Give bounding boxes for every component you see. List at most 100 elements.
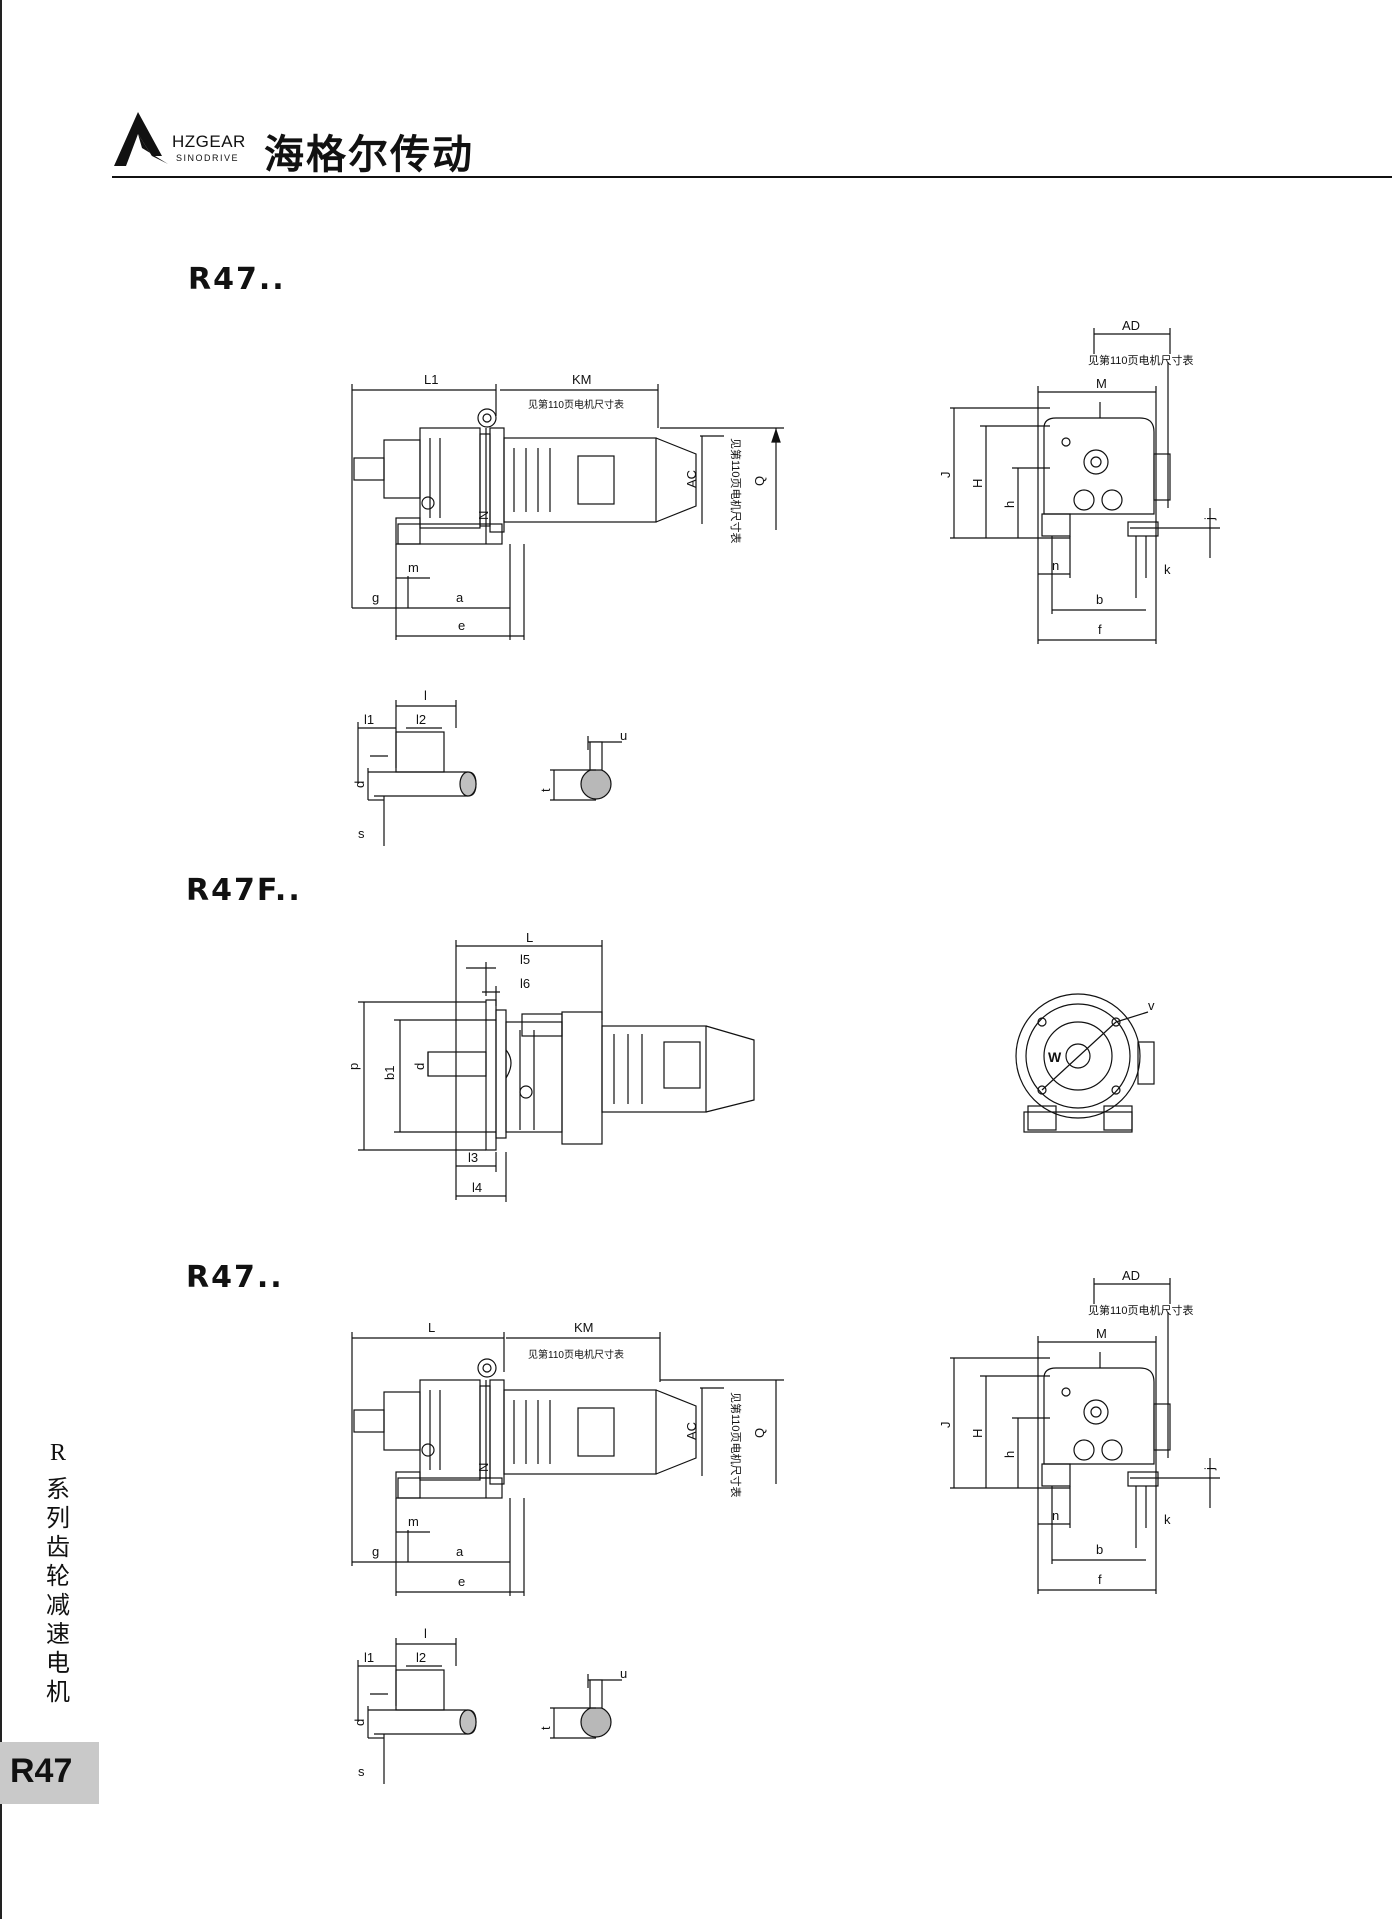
svg-text:l6: l6 (520, 976, 530, 991)
foot-side-drawing-2: L KM 见第110页电机尺寸表 见第110页电机尺寸表 AC Q N m g … (340, 1316, 800, 1606)
svg-text:d: d (352, 1719, 367, 1726)
series-sidebar-label: R 系 列 齿 轮 减 速 电 机 (40, 1440, 76, 1707)
svg-text:l: l (424, 1626, 427, 1641)
svg-text:KM: KM (574, 1320, 594, 1335)
svg-text:W: W (1048, 1049, 1062, 1065)
sidebar-char: 减 (46, 1591, 70, 1619)
svg-text:f: f (1098, 1572, 1102, 1587)
sidebar-char: 齿 (46, 1533, 70, 1561)
svg-text:m: m (408, 560, 419, 575)
key-section-drawing: u t (540, 726, 640, 806)
flange-end-drawing: v W (1008, 980, 1178, 1140)
svg-text:见第110页电机尺寸表: 见第110页电机尺寸表 (1088, 1303, 1194, 1317)
svg-text:m: m (408, 1514, 419, 1529)
sidebar-letter: R (49, 1440, 66, 1466)
sidebar-char: 轮 (46, 1562, 70, 1590)
key-section-drawing-2: u t (540, 1664, 640, 1744)
svg-text:l2: l2 (416, 712, 426, 727)
svg-text:e: e (458, 618, 465, 633)
svg-text:见第110页电机尺寸表: 见第110页电机尺寸表 (528, 1348, 624, 1361)
brand-cn: 海格尔传动 (264, 132, 474, 178)
section-title-r47: R47.. (188, 262, 286, 297)
brand-sub: SINODRIVE (176, 153, 240, 163)
foot-end-drawing-2: AD 见第110页电机尺寸表 M J H h n k j b f (940, 1268, 1230, 1608)
svg-text:见第110页电机尺寸表: 见第110页电机尺寸表 (729, 438, 743, 544)
svg-text:l5: l5 (520, 952, 530, 967)
svg-text:见第110页电机尺寸表: 见第110页电机尺寸表 (729, 1392, 743, 1498)
sidebar-char: 电 (46, 1649, 70, 1677)
svg-text:l2: l2 (416, 1650, 426, 1665)
svg-text:g: g (372, 590, 379, 605)
svg-text:J: J (940, 472, 953, 479)
svg-text:AD: AD (1122, 1268, 1140, 1283)
page-tab-label: R47 (10, 1752, 73, 1790)
sidebar-char: 系 (46, 1475, 70, 1503)
svg-text:d: d (412, 1063, 427, 1070)
svg-text:d: d (352, 781, 367, 788)
svg-text:g: g (372, 1544, 379, 1559)
svg-text:k: k (1164, 562, 1171, 577)
svg-text:Q: Q (752, 1428, 767, 1438)
page-header: HZGEAR SINODRIVE 海格尔传动 (108, 108, 1392, 180)
svg-text:j: j (1202, 517, 1217, 521)
svg-text:t: t (540, 1726, 553, 1730)
svg-text:l1: l1 (364, 712, 374, 727)
svg-text:见第110页电机尺寸表: 见第110页电机尺寸表 (1088, 353, 1194, 367)
shaft-detail-drawing: l l1 l2 d s (348, 688, 498, 850)
svg-text:k: k (1164, 1512, 1171, 1527)
svg-text:L: L (526, 930, 533, 945)
shaft-detail-drawing-2: l l1 l2 d s (348, 1626, 498, 1788)
svg-text:e: e (458, 1574, 465, 1589)
svg-text:n: n (1052, 1508, 1059, 1523)
flange-side-drawing: L l5 l6 p b1 d l3 l4 (346, 930, 766, 1210)
section-title-r47-2: R47.. (186, 1260, 284, 1295)
svg-text:p: p (346, 1063, 361, 1070)
svg-text:b: b (1096, 1542, 1103, 1557)
svg-text:t: t (540, 788, 553, 792)
sidebar-char: 列 (46, 1504, 70, 1532)
svg-text:a: a (456, 590, 464, 605)
svg-text:l: l (424, 688, 427, 703)
svg-text:v: v (1148, 998, 1155, 1013)
svg-text:H: H (970, 1429, 985, 1438)
svg-text:AC: AC (684, 1422, 699, 1440)
svg-text:L1: L1 (424, 372, 438, 387)
sidebar-char: 速 (46, 1620, 70, 1648)
svg-text:AC: AC (684, 470, 699, 488)
svg-text:b: b (1096, 592, 1103, 607)
brand-en: HZGEAR (172, 132, 246, 151)
svg-text:u: u (620, 1666, 627, 1681)
svg-text:j: j (1202, 1467, 1217, 1471)
svg-text:s: s (358, 826, 365, 841)
page-left-border (0, 0, 2, 1919)
svg-text:a: a (456, 1544, 464, 1559)
foot-side-drawing: L1 KM 见第110页电机尺寸表 见第110页电机尺寸表 AC Q N m g… (340, 368, 800, 648)
svg-text:J: J (940, 1422, 953, 1429)
svg-text:见第110页电机尺寸表: 见第110页电机尺寸表 (528, 398, 624, 411)
svg-text:l3: l3 (468, 1150, 478, 1165)
svg-text:Q: Q (752, 476, 767, 486)
section-title-r47f: R47F.. (186, 873, 302, 908)
svg-text:s: s (358, 1764, 365, 1779)
sidebar-char: 机 (46, 1678, 70, 1706)
svg-text:h: h (1002, 501, 1017, 508)
svg-text:H: H (970, 479, 985, 488)
header-rule (112, 176, 1392, 178)
svg-text:l1: l1 (364, 1650, 374, 1665)
svg-text:N: N (476, 1463, 491, 1472)
svg-text:f: f (1098, 622, 1102, 637)
svg-text:u: u (620, 728, 627, 743)
hzgear-logo-icon (114, 112, 168, 166)
svg-text:KM: KM (572, 372, 592, 387)
svg-text:M: M (1096, 376, 1107, 391)
svg-text:L: L (428, 1320, 435, 1335)
svg-text:n: n (1052, 558, 1059, 573)
svg-text:AD: AD (1122, 318, 1140, 333)
svg-text:h: h (1002, 1451, 1017, 1458)
svg-text:M: M (1096, 1326, 1107, 1341)
foot-end-drawing: AD 见第110页电机尺寸表 M J H h n k j b f (940, 318, 1230, 658)
svg-text:N: N (476, 511, 491, 520)
svg-text:b1: b1 (382, 1066, 397, 1080)
page-tab: R47 (0, 1742, 99, 1804)
svg-text:l4: l4 (472, 1180, 482, 1195)
